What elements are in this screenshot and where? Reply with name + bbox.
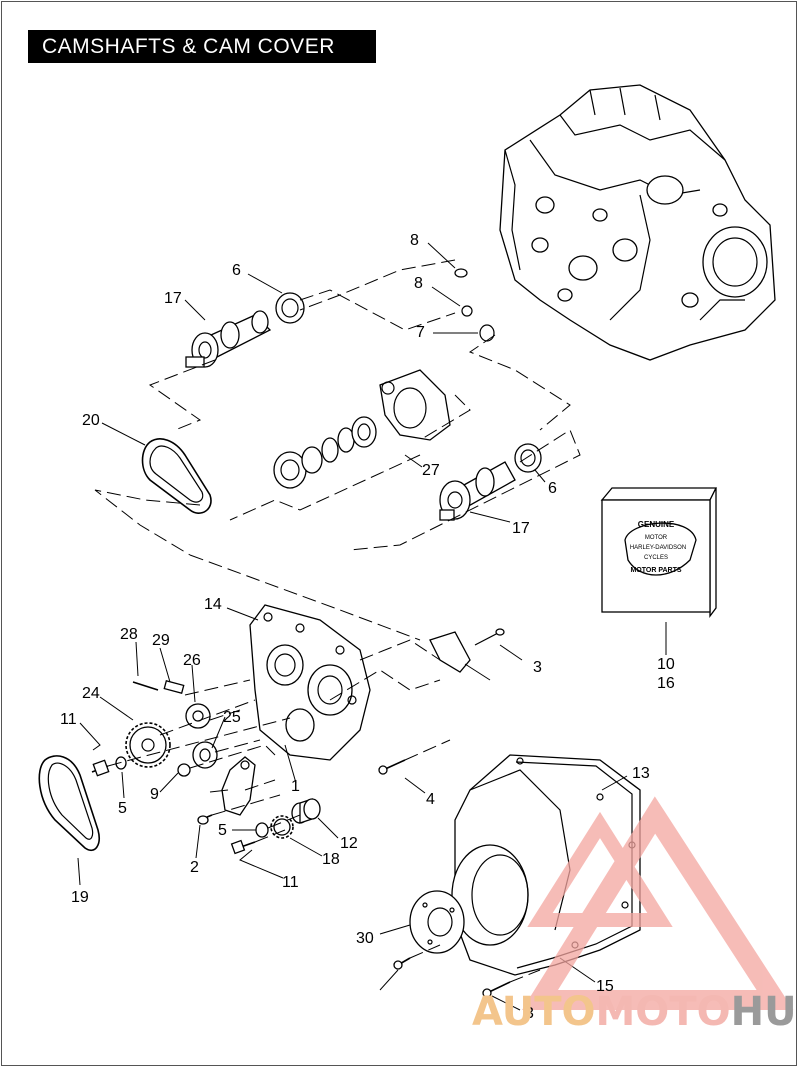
watermark-hub: HUB (730, 989, 800, 1035)
chain-guide-28 (221, 756, 256, 816)
o-ring-7 (479, 324, 495, 342)
callout-12: 12 (340, 835, 358, 852)
chain-19 (38, 755, 100, 852)
chain-tensioner-29 (429, 628, 505, 673)
page-title: CAMSHAFTS & CAM COVER (28, 30, 376, 63)
callout-17-upper: 17 (164, 290, 182, 307)
snap-ring-9 (177, 763, 191, 777)
bushing-12 (291, 798, 321, 824)
bearing-kit-24 (273, 369, 451, 489)
callout-18: 18 (322, 851, 340, 868)
callout-13: 13 (632, 765, 650, 782)
callout-11-upper: 11 (60, 711, 77, 728)
plug-27 (409, 890, 465, 954)
camshaft-upper (185, 310, 272, 368)
box-label-motor: MOTOR (645, 535, 668, 541)
callout-7: 7 (416, 324, 425, 341)
sprocket-18 (270, 815, 294, 839)
watermark-moto: MOTO (595, 989, 731, 1035)
callout-22: 25 (223, 709, 241, 726)
pin-25 (132, 681, 159, 691)
crankcase-illustration (499, 84, 776, 361)
callout-6-upper: 6 (232, 262, 241, 279)
washer-23 (185, 703, 211, 729)
box-label-cycles: CYCLES (644, 555, 668, 561)
callout-23: 26 (183, 652, 201, 669)
callout-20: 20 (82, 412, 100, 429)
leader-lines (77, 242, 667, 1011)
cam-cover-13 (451, 754, 641, 976)
callout-9: 9 (150, 786, 159, 803)
callout-1: 1 (291, 778, 300, 795)
callout-2: 2 (190, 859, 199, 876)
callout-15: 15 (596, 978, 614, 995)
callout-3-upper: 3 (533, 659, 542, 676)
callout-17-lower: 17 (512, 520, 530, 537)
callout-3-lower: 3 (525, 1005, 534, 1022)
watermark-logo (522, 796, 794, 1010)
callout-4: 4 (426, 791, 435, 808)
pin-26 (163, 680, 185, 694)
cam-support-plate-14 (249, 604, 371, 761)
washer-5-center (255, 822, 269, 838)
product-box (600, 487, 718, 618)
assembly-lines (94, 259, 581, 983)
callout-10: 10 (657, 656, 675, 673)
callout-24: 27 (422, 462, 440, 479)
callout-5-center: 5 (218, 822, 227, 839)
callout-25: 28 (120, 626, 138, 643)
watermark-auto: AUTO (472, 989, 596, 1035)
callout-11-lower: 11 (282, 874, 299, 891)
callout-8-upper: 8 (410, 232, 419, 249)
sprocket-21 (125, 722, 171, 768)
callout-16: 16 (657, 675, 675, 692)
callout-21: 24 (82, 685, 100, 702)
callout-5-left: 5 (118, 800, 127, 817)
callout-27: 30 (356, 930, 374, 947)
callout-8-lower: 8 (414, 275, 423, 292)
watermark-text: AUTOMOTOHUB (472, 990, 800, 1034)
callout-14: 14 (204, 596, 222, 613)
camshaft-lower (439, 461, 516, 521)
o-ring-8b (461, 305, 473, 317)
washer-5-left (115, 756, 127, 770)
bearing-lower (514, 443, 542, 473)
o-ring-8a (454, 268, 468, 278)
callout-26: 29 (152, 632, 170, 649)
box-label-genuine: GENUINE (638, 520, 675, 529)
bearing-upper (275, 292, 305, 324)
callout-19: 19 (71, 889, 89, 906)
cam-chain-20 (141, 438, 212, 514)
box-label-harley: HARLEY-DAVIDSON (630, 545, 686, 551)
box-label-motor-parts: MOTOR PARTS (630, 567, 681, 574)
callout-6-lower: 6 (548, 480, 557, 497)
